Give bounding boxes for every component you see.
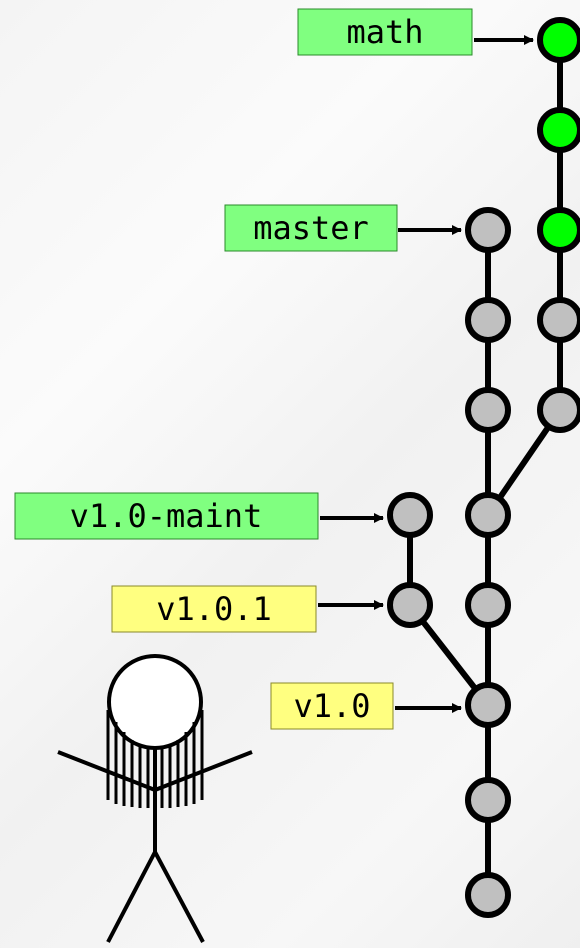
figure-left-leg	[106, 851, 157, 943]
commit-node	[465, 297, 511, 343]
branch-label-math-text: math	[346, 13, 423, 51]
commit-node	[537, 107, 580, 153]
figure-hair	[106, 710, 204, 808]
tag-label-v1-0-1: v1.0.1	[111, 585, 317, 633]
stick-figure-illustration	[57, 654, 253, 943]
branch-label-v1-0-maint: v1.0-maint	[14, 492, 319, 540]
commit-node	[465, 207, 511, 253]
tag-label-v1-0-1-text: v1.0.1	[156, 590, 272, 628]
branch-label-v1-0-maint-text: v1.0-maint	[70, 497, 263, 535]
commit-node	[465, 492, 511, 538]
commit-node	[537, 17, 580, 63]
tag-label-v1-0-text: v1.0	[293, 687, 370, 725]
commit-node	[537, 387, 580, 433]
commit-node	[465, 682, 511, 728]
commit-node	[465, 872, 511, 918]
commit-node	[387, 582, 433, 628]
branch-label-math: math	[297, 8, 473, 56]
commit-edges	[407, 40, 563, 895]
commit-node	[537, 297, 580, 343]
branch-label-master-text: master	[253, 209, 369, 247]
figure-left-arm	[57, 750, 156, 792]
commits	[387, 17, 580, 918]
commit-node	[465, 387, 511, 433]
commit-node	[465, 777, 511, 823]
tag-label-v1-0: v1.0	[270, 682, 394, 730]
commit-node	[387, 492, 433, 538]
figure-right-arm	[154, 750, 253, 792]
ref-labels: math master v1.0-maint v1.0.1 v1.0	[14, 8, 534, 730]
figure-right-leg	[153, 851, 205, 943]
branch-label-master: master	[224, 204, 398, 252]
commit-node	[537, 207, 580, 253]
commit-node	[465, 582, 511, 628]
